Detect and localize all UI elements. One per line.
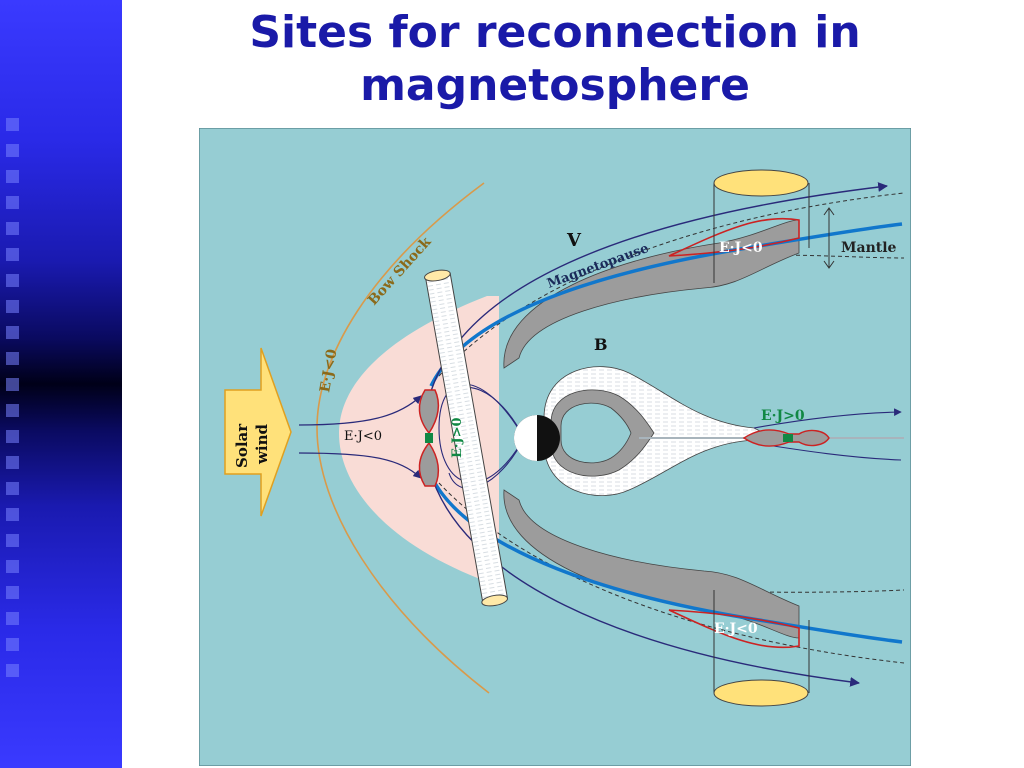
earth-day-side: [514, 415, 537, 461]
flux-tube-mantle-bottom: [713, 590, 810, 693]
sidebar-square: [6, 430, 19, 443]
page-title-line-1: Sites for reconnection in: [249, 7, 861, 58]
field-line-tail-upper: [753, 408, 902, 429]
solar-wind-label-line-1: Solar: [233, 423, 251, 468]
mantle-thickness-arrow: [823, 207, 835, 269]
flux-tube-mantle-bottom-cap: [713, 679, 809, 707]
sidebar-square: [6, 118, 19, 131]
field-line-solar-lower: [298, 452, 422, 479]
sidebar-square: [6, 482, 19, 495]
ej-nose-label: E·J<0: [344, 429, 382, 444]
ej-mantle-top-label: E·J<0: [719, 240, 763, 256]
sidebar-square: [6, 196, 19, 209]
ej-tail-label: E·J>0: [761, 408, 805, 424]
sidebar-square: [6, 508, 19, 521]
ej-mantle-bottom-label: E·J<0: [714, 621, 758, 637]
field-line-solar-upper: [298, 395, 422, 426]
plasma-sheet-inner: [560, 402, 632, 464]
sidebar-square: [6, 638, 19, 651]
sidebar-square: [6, 612, 19, 625]
flux-tube-bottom-cap: [481, 594, 508, 607]
magnetosphere-diagram: Bow Shock E·J<0 Magnetopause V B Mantle …: [199, 128, 911, 766]
ej-dayside-label: E·J>0: [450, 417, 465, 458]
flux-tube-mantle-top: [713, 183, 810, 283]
sidebar-square: [6, 586, 19, 599]
page-title: Sites for reconnection in magnetosphere: [160, 6, 950, 112]
flux-tube-mantle-top-cap: [713, 169, 809, 197]
magnetopause-line-top: [429, 222, 903, 387]
sidebar-square: [6, 300, 19, 313]
sidebar-square: [6, 664, 19, 677]
ej-bow-label: E·J<0: [317, 348, 340, 394]
sidebar-square: [6, 378, 19, 391]
sidebar-square: [6, 274, 19, 287]
reconnection-site-nose-upper: [418, 389, 440, 435]
sidebar-square: [6, 352, 19, 365]
sidebar-square: [6, 534, 19, 547]
sidebar-square: [6, 404, 19, 417]
solar-wind-label-line-2: wind: [253, 423, 271, 465]
sidebar-square: [6, 248, 19, 261]
page-title-line-2: magnetosphere: [360, 60, 750, 111]
dashed-boundary-top-inner: [718, 254, 905, 259]
dashed-boundary-top: [438, 192, 905, 377]
mantle-label: Mantle: [841, 240, 897, 256]
reconnection-site-nose-lower: [418, 441, 440, 487]
field-line-bottom-outer: [428, 467, 860, 687]
sidebar-square: [6, 326, 19, 339]
sidebar-band: [0, 0, 122, 768]
sidebar-square: [6, 170, 19, 183]
reconnection-x-point-tail: [783, 434, 793, 442]
sidebar-square: [6, 144, 19, 157]
b-label: B: [594, 335, 608, 354]
bow-shock-curve: [316, 182, 490, 694]
reconnection-x-point-nose: [425, 433, 433, 443]
v-label: V: [566, 230, 582, 251]
sidebar-square: [6, 560, 19, 573]
sidebar-square: [6, 456, 19, 469]
field-line-dayside-loop-3: [438, 383, 525, 483]
flux-tube-top-cap: [424, 269, 451, 282]
sidebar-square: [6, 222, 19, 235]
sidebar-squares: [6, 118, 26, 690]
solar-wind-arrow: [224, 347, 292, 517]
